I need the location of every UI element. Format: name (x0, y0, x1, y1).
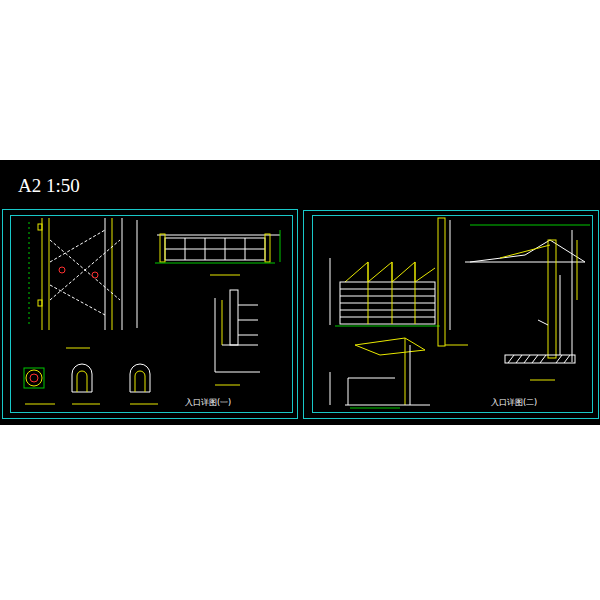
sheet-title: A2 1:50 (18, 176, 80, 195)
drawing-caption: 入口详图(二) (490, 399, 538, 407)
drawing-caption: 入口详图(一) (184, 399, 232, 407)
